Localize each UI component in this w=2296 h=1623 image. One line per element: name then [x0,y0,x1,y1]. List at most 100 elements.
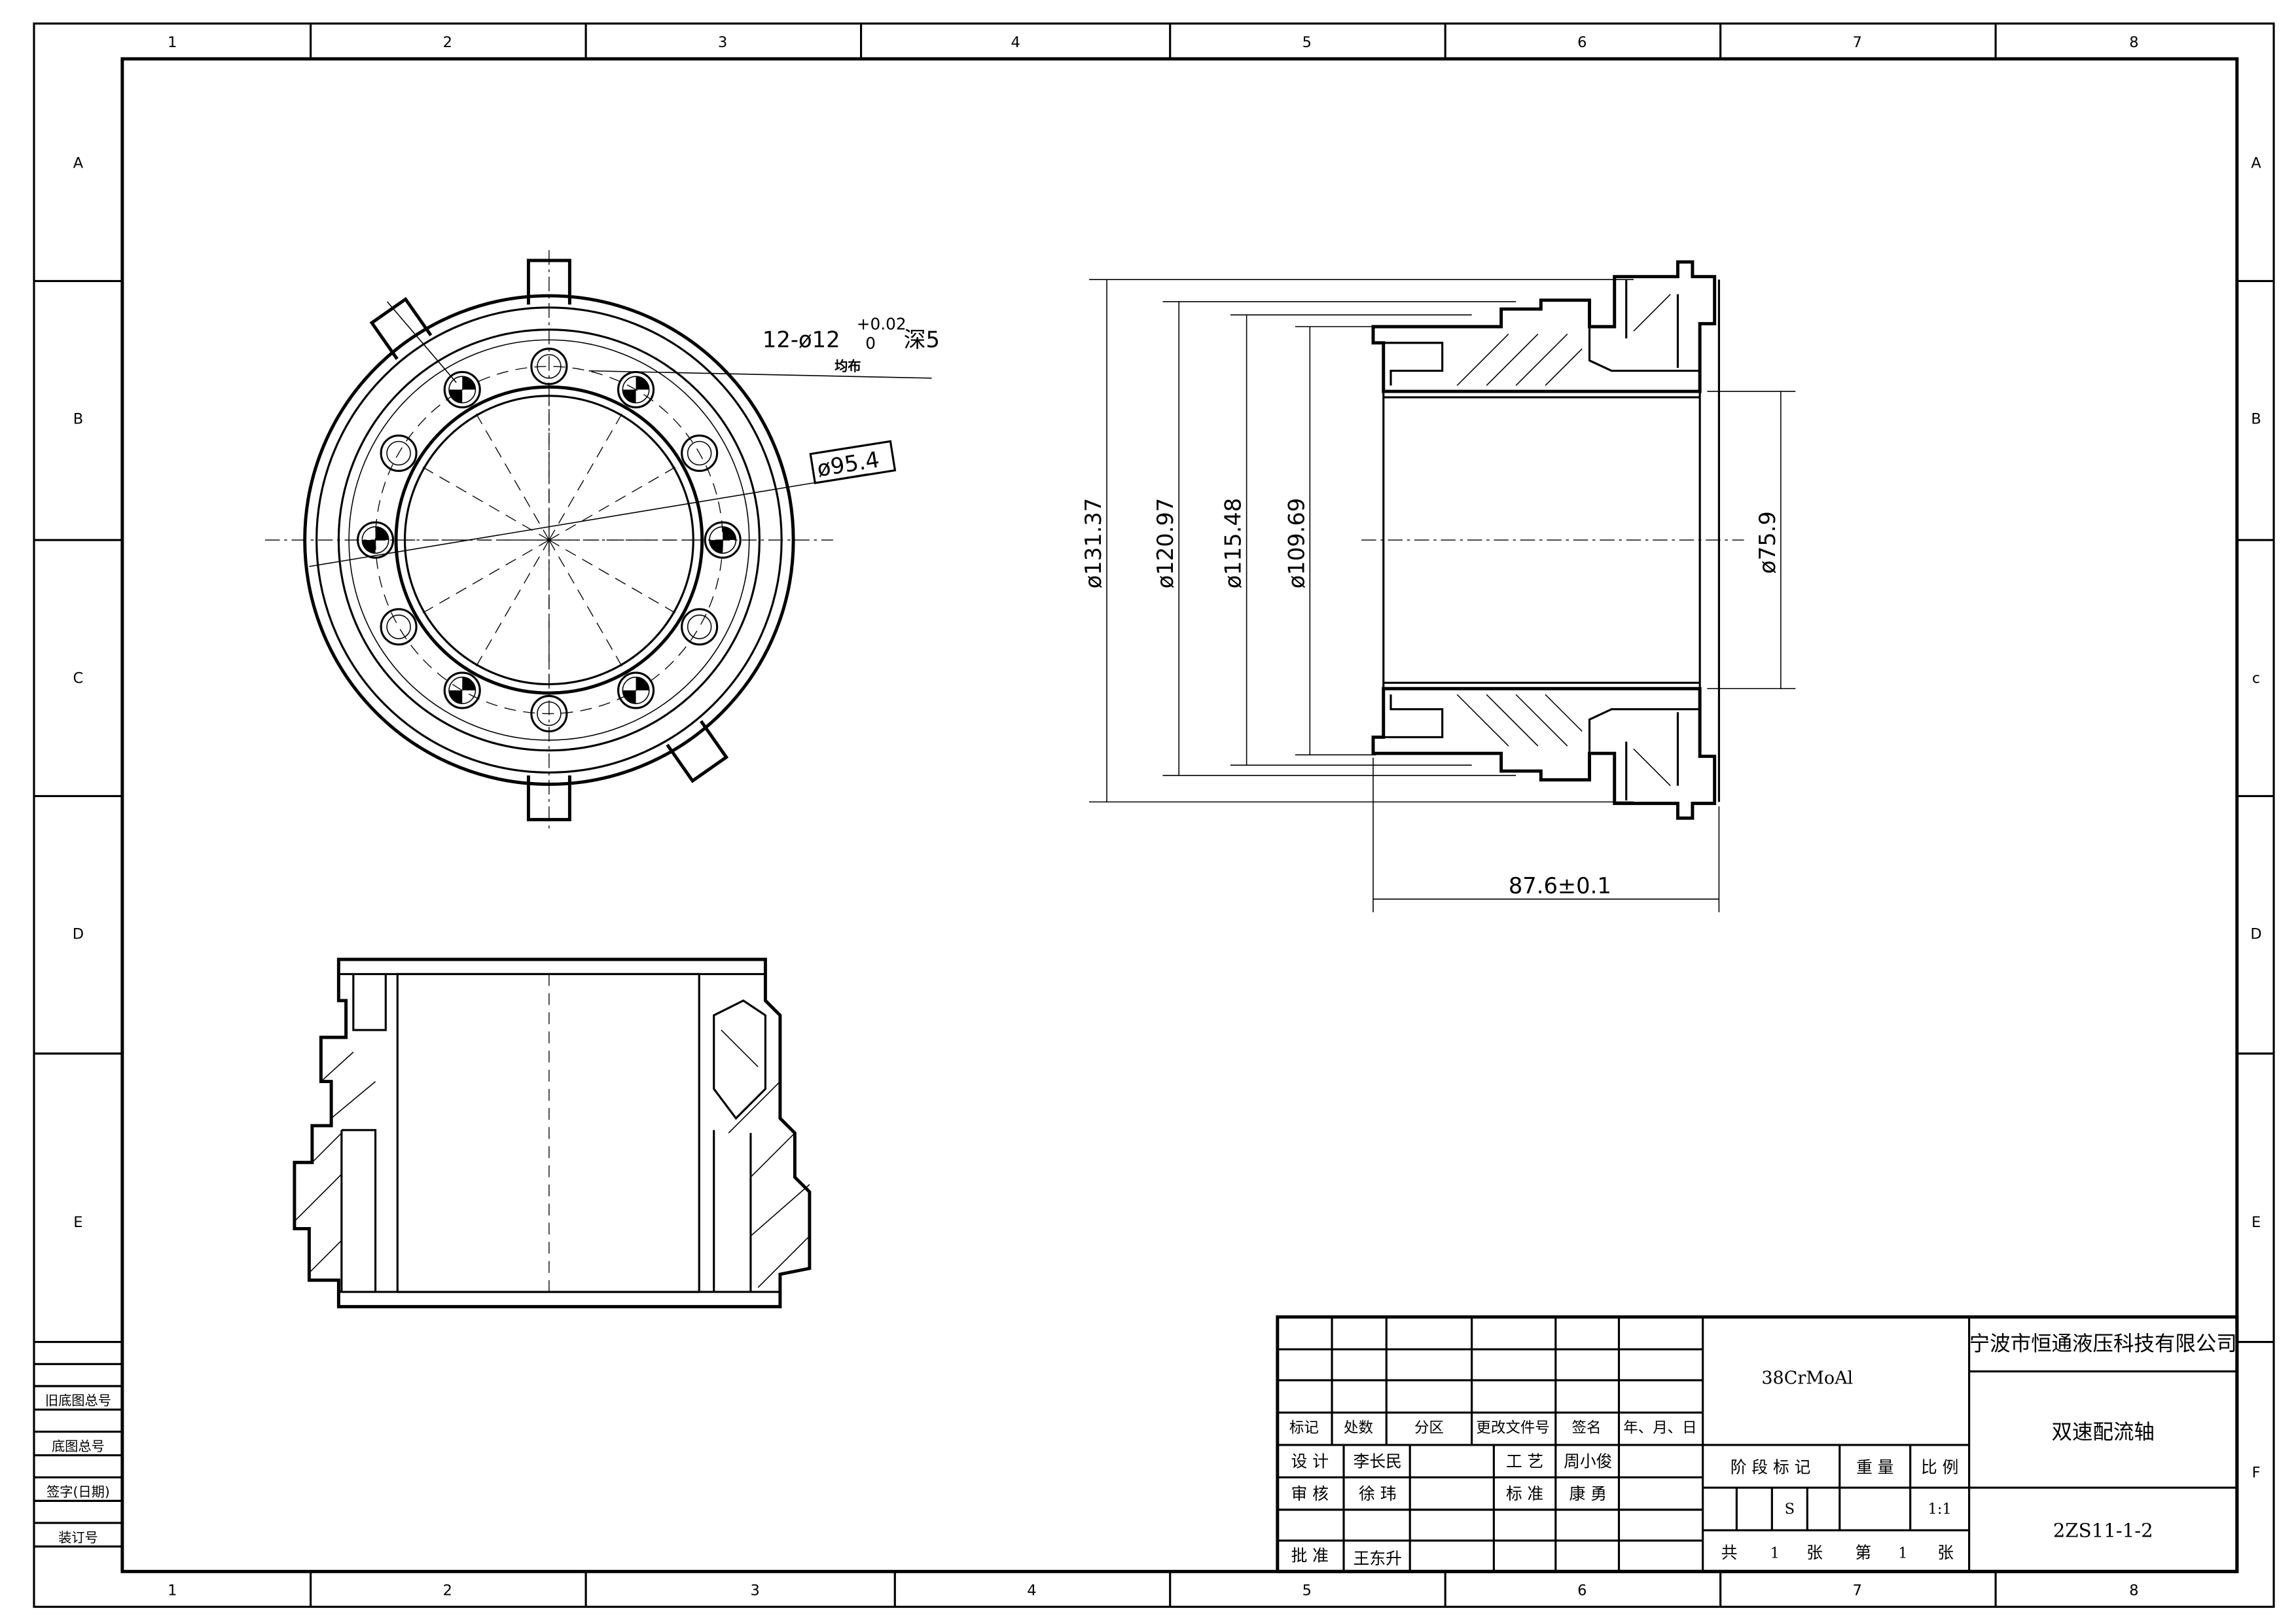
hole-callout: 12-ø12 +0.02 0 深5 均布 ø95.4 [762,315,940,484]
hole-inner [622,676,650,704]
standard-name: 康 勇 [1570,1484,1607,1503]
center-ray [475,412,550,541]
review-name: 徐 玮 [1359,1484,1396,1503]
sheet-no: 1 [1898,1544,1907,1561]
col-label-top: 5 [1302,34,1312,51]
company-name: 宁波市恒通液压科技有限公司 [1969,1332,2237,1356]
col-label-bottom: 7 [1853,1582,1862,1599]
hole-quarter-marker [622,389,636,403]
hole-quarter-marker [375,526,389,541]
lower-section-view [293,957,812,1309]
title-block: 标记 处数 分区 更改文件号 签名 年、月、日 设 计 李长民 工 艺 周小俊 … [1276,1315,2239,1573]
side-table-label: 旧底图总号 [45,1393,111,1408]
col-label-bottom: 4 [1027,1582,1036,1599]
row-label-right: c [2252,669,2260,687]
hole-inner [687,440,712,466]
col-label-bottom: 2 [443,1582,452,1599]
hole-quarter-marker [362,540,376,554]
header-count: 处数 [1344,1419,1373,1436]
hole-tol-upper: +0.02 [857,315,906,334]
hole-inner [709,526,737,554]
dim-d115: ø115.48 [1221,498,1246,589]
center-ray [475,539,550,668]
lug [666,720,729,783]
sheet-unit: 张 [1937,1543,1954,1562]
dim-d109: ø109.69 [1283,498,1309,589]
process-name: 周小俊 [1564,1452,1612,1471]
bolt-hole [357,521,395,559]
hole-tol-lower: 0 [865,334,876,353]
col-label-top: 8 [2129,34,2138,51]
dim-d120: ø120.97 [1153,498,1178,589]
drawing-frame [33,22,2275,1608]
bolt-hole [530,348,568,385]
bolt-hole [380,608,418,646]
header-change-doc: 更改文件号 [1476,1419,1549,1436]
front-view [264,250,932,832]
lug [369,296,433,360]
hole-inner [448,376,476,404]
row-label-left: B [73,411,83,428]
bolt-hole [704,521,742,559]
binding-table: 旧底图总号 底图总号 签字(日期) 装订号 [45,1393,111,1545]
col-label-bottom: 3 [751,1582,760,1599]
hole-inner [687,615,712,639]
scale-label: 比 例 [1921,1457,1958,1476]
hole-quarter-marker [723,526,736,541]
col-label-bottom: 5 [1302,1582,1312,1599]
header-date: 年、月、日 [1623,1419,1696,1436]
hole-quarter-marker [636,677,649,690]
hole-quarter-marker [636,376,649,390]
hole-inner [448,676,476,704]
col-label-top: 2 [443,34,452,51]
zone-labels: 1 2 3 4 5 6 7 8 1 2 3 4 5 6 7 8 A B C D … [73,34,2262,1599]
side-table-label: 底图总号 [52,1438,105,1454]
row-label-right: D [2250,925,2261,942]
hole-note: 均布 [834,359,861,374]
process-label: 工 艺 [1506,1452,1543,1471]
design-label: 设 计 [1291,1452,1329,1471]
col-label-bottom: 1 [168,1582,177,1599]
bolt-hole [617,671,655,709]
col-label-top: 7 [1853,34,1862,51]
hole-quarter-marker [449,690,463,704]
hole-inner [622,376,650,404]
hole-inner [537,701,562,726]
part-name: 双速配流轴 [2052,1420,2155,1444]
material: 38CrMoAl [1761,1368,1853,1388]
drawing-number: 2ZS11-1-2 [2053,1520,2153,1542]
hole-quarter-marker [449,389,463,403]
lug-outline [369,296,433,360]
col-label-top: 4 [1011,34,1020,51]
header-zone: 分区 [1414,1419,1444,1436]
approve-label: 批 准 [1291,1546,1329,1565]
header-mark: 标记 [1289,1419,1319,1436]
hole-spec: 12-ø12 [762,327,840,353]
hole-quarter-marker [622,690,636,704]
center-ray [548,539,677,615]
sheets-total: 1 [1770,1544,1780,1561]
stage-value: S [1785,1501,1795,1518]
bolt-hole [681,608,719,646]
row-label-left: D [73,925,84,942]
bolt-hole [443,671,481,709]
center-ray [421,466,550,541]
bolt-hole [530,694,568,733]
lug-outline [666,720,729,783]
hole-inner [386,440,411,466]
col-label-top: 6 [1577,34,1587,51]
section-view: ø131.37 ø120.97 ø115.48 ø109.69 ø75.9 87… [1081,260,1796,913]
hole-inner [537,354,562,379]
design-name: 李长民 [1354,1452,1402,1471]
row-label-right: E [2251,1214,2261,1231]
row-label-right: B [2251,411,2261,428]
approve-name: 王东升 [1354,1549,1402,1568]
col-label-top: 1 [168,34,177,51]
dim-length: 87.6±0.1 [1509,873,1611,899]
stage-label: 阶 段 标 记 [1731,1457,1810,1476]
header-signature: 签名 [1572,1419,1602,1436]
col-label-bottom: 6 [1577,1582,1587,1599]
hole-depth: 深5 [904,327,940,353]
hole-quarter-marker [462,376,476,390]
sheets-total-label: 共 [1721,1543,1738,1562]
